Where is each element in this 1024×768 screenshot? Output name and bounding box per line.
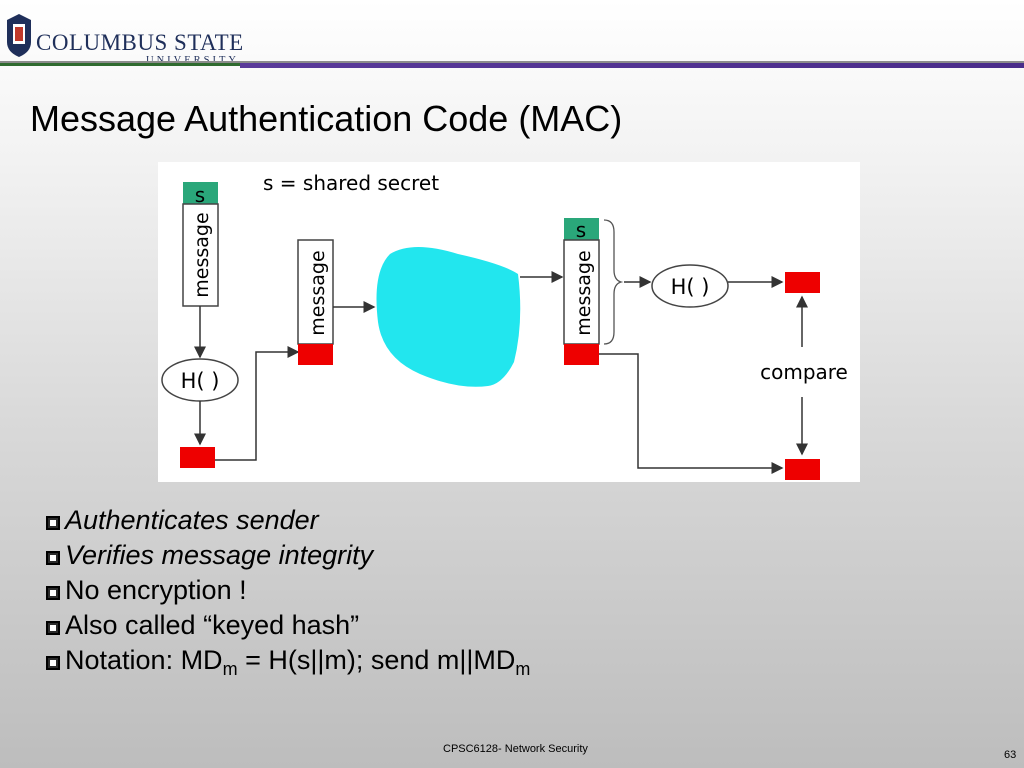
bullet-item: Notation: MDm = H(s||m); send m||MDm — [46, 643, 530, 687]
logo-subtitle: UNIVERSITY — [146, 55, 239, 66]
legend-label: s = shared secret — [263, 171, 439, 195]
mac-block-computed — [785, 272, 820, 293]
university-logo: COLUMBUS STATE UNIVERSITY — [4, 12, 243, 66]
shield-icon — [7, 14, 31, 57]
brace — [603, 219, 624, 345]
header-accent-purple — [240, 63, 1024, 68]
bullet-icon — [46, 516, 60, 530]
bullet-text: Verifies message integrity — [65, 540, 374, 570]
network-cloud — [376, 247, 521, 387]
bullet-text: Notation: MDm = H(s||m); send m||MDm — [65, 643, 530, 687]
slide-title: Message Authentication Code (MAC) — [30, 98, 623, 139]
header-accent-green — [0, 63, 240, 66]
bullet-icon — [46, 551, 60, 565]
hash-label-sender: H( ) — [181, 369, 220, 393]
mac-block-sender — [180, 447, 215, 468]
hash-function-receiver — [651, 264, 729, 308]
hash-label-receiver: H( ) — [671, 275, 710, 299]
notation-middle: = H(s||m); send m||MD — [237, 645, 516, 675]
bullet-item: Authenticates sender — [46, 503, 530, 538]
message-label-sender: message — [191, 212, 213, 297]
bullet-list: Authenticates sender Verifies message in… — [46, 503, 530, 687]
notation-subscript: m — [515, 659, 531, 679]
mac-block-received — [785, 459, 820, 480]
mac-diagram: s = shared secret s message H( ) message… — [158, 162, 860, 482]
arrow-mac-to-message — [215, 346, 300, 461]
secret-label-sender: s — [195, 183, 205, 207]
bullet-item: No encryption ! — [46, 573, 530, 608]
bullet-text: Authenticates sender — [65, 505, 319, 535]
message-label-receiver: message — [573, 250, 595, 335]
bullet-icon — [46, 621, 60, 635]
secret-block-receiver — [564, 218, 599, 240]
bullet-text: Also called “keyed hash” — [65, 610, 360, 640]
bullet-item: Also called “keyed hash” — [46, 608, 530, 643]
secret-block-sender — [183, 182, 218, 204]
message-block-receiver — [563, 239, 600, 345]
bullet-item: Verifies message integrity — [46, 538, 530, 573]
compare-label: compare — [760, 360, 848, 384]
secret-label-receiver: s — [576, 218, 586, 242]
mac-block-transmit — [298, 344, 333, 365]
notation-prefix: Notation: MD — [65, 645, 223, 675]
page-number: 63 — [1004, 749, 1017, 761]
header-bar: COLUMBUS STATE UNIVERSITY — [0, 0, 1024, 68]
message-block-sender — [182, 203, 219, 307]
message-label-transmit: message — [307, 250, 329, 335]
arrow-received-mac — [599, 353, 784, 474]
footer-course: CPSC6128- Network Security — [443, 743, 588, 755]
message-block-transmit — [297, 239, 334, 345]
bullet-icon — [46, 656, 60, 670]
notation-subscript: m — [222, 659, 238, 679]
bullet-icon — [46, 586, 60, 600]
header-divider — [0, 61, 1024, 63]
logo-name: COLUMBUS STATE — [36, 30, 244, 55]
bullet-text: No encryption ! — [65, 575, 247, 605]
mac-block-receiver — [564, 344, 599, 365]
